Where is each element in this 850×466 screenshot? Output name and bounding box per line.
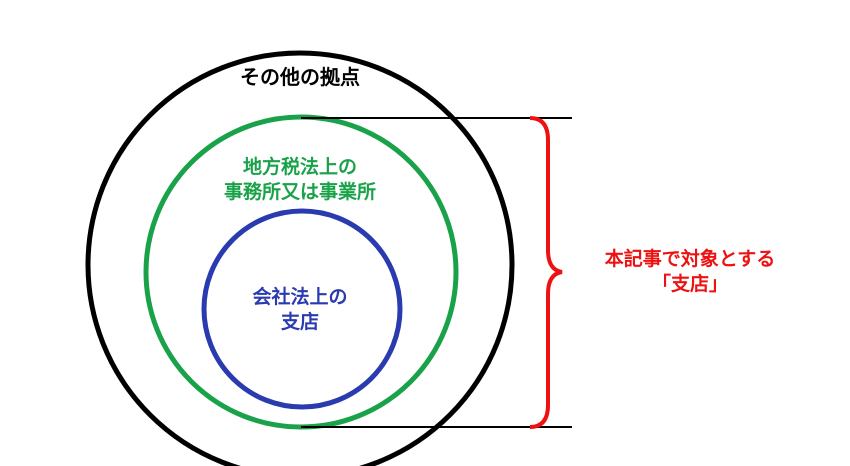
inner-circle [201, 208, 403, 410]
middle-circle-label: 地方税法上の 事務所又は事業所 [175, 155, 425, 204]
inner-label-line2: 支店 [280, 310, 319, 333]
outer-circle-label: その他の拠点 [210, 64, 390, 90]
outer-circle [85, 50, 515, 466]
range-brace [529, 116, 563, 429]
annotation-label: 本記事で対象とする 「支店」 [560, 247, 820, 296]
inner-circle-label: 会社法上の 支店 [215, 285, 385, 334]
inner-label-line1: 会社法上の [252, 286, 348, 308]
annotation-line2: 「支店」 [651, 272, 728, 295]
annotation-line1: 本記事で対象とする [604, 248, 776, 270]
outer-label-text: その他の拠点 [240, 65, 360, 89]
middle-label-line1: 地方税法上の [242, 156, 357, 178]
middle-label-line2: 事務所又は事業所 [223, 180, 376, 203]
